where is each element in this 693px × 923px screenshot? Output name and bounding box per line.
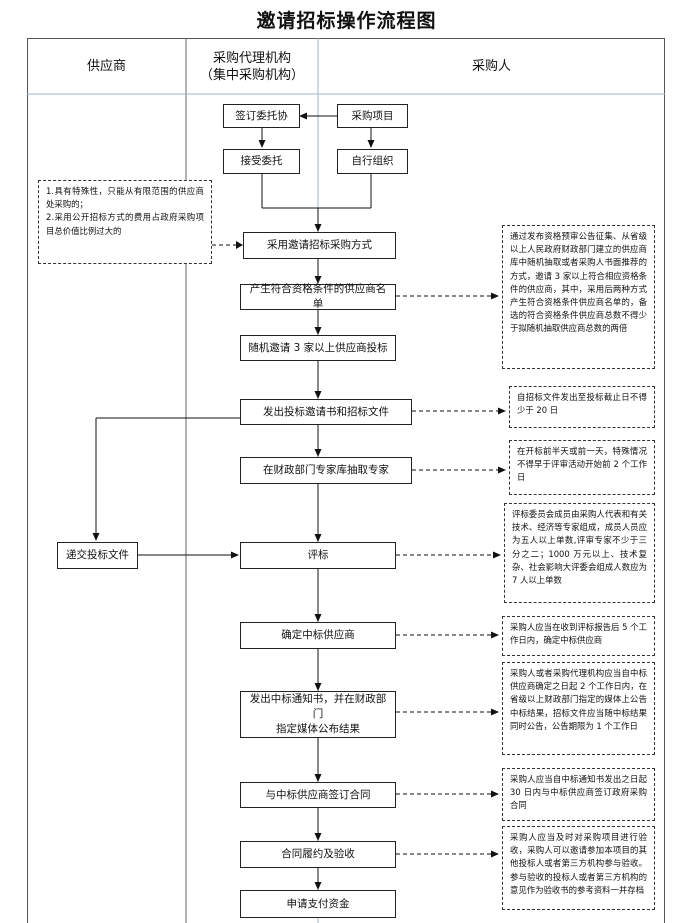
note-acceptance: 采购人应当及时对采购项目进行验收，采购人可以邀请参加本项目的其他投标人或者第三方… xyxy=(502,826,655,910)
step-sign-entrust: 签订委托协 xyxy=(223,104,300,128)
step-evaluate: 评标 xyxy=(240,542,396,569)
step-invite-method: 采用邀请招标采购方式 xyxy=(243,232,396,259)
note-invite-conditions: 1.具有特殊性，只能从有限范围的供应商处采购的； 2.采用公开招标方式的费用占政… xyxy=(38,180,212,264)
step-supplier-list: 产生符合资格条件的供应商名单 xyxy=(240,283,396,310)
step-publish-notice-line1: 发出中标通知书，并在财政部门 xyxy=(249,693,387,720)
note-committee: 评标委员会成员由采购人代表和有关技术、经济等专家组成，成员人员应为五人以上单数,… xyxy=(504,503,655,603)
step-issue-invitation: 发出投标邀请书和招标文件 xyxy=(240,399,412,425)
flowchart-frame xyxy=(27,38,665,923)
lane-purchaser: 采购人 xyxy=(471,59,511,74)
step-determine-winner: 确定中标供应商 xyxy=(240,622,396,649)
note-bid-period: 自招标文件发出至投标截止日不得少于 20 日 xyxy=(509,386,655,428)
step-extract-experts: 在财政部门专家库抽取专家 xyxy=(240,457,412,484)
note-determine: 采购人应当在收到评标报告后 5 个工作日内，确定中标供应商 xyxy=(502,616,655,656)
lane-agency-line2: （集中采购机构） xyxy=(199,68,304,83)
step-acceptance: 合同履约及验收 xyxy=(240,841,396,868)
note-supplier-list: 通过发布资格预审公告征集、从省级以上人民政府财政部门建立的供应商库中随机抽取或者… xyxy=(502,225,655,369)
step-random-invite: 随机邀请 3 家以上供应商投标 xyxy=(240,335,396,361)
step-publish-notice: 发出中标通知书，并在财政部门 指定媒体公布结果 xyxy=(240,691,396,738)
lane-agency: 采购代理机构 （集中采购机构） xyxy=(186,50,318,84)
lane-agency-line1: 采购代理机构 xyxy=(212,51,291,66)
note-contract: 采购人应当自中标通知书发出之日起 30 日内与中标供应商签订政府采购合同 xyxy=(502,768,655,821)
step-self-organize: 自行组织 xyxy=(337,149,408,174)
note-condition-1: 1.具有特殊性，只能从有限范围的供应商处采购的； xyxy=(46,186,204,210)
step-purchase-project: 采购项目 xyxy=(337,104,408,128)
note-expert-timing: 在开标前半天或前一天，特殊情况不得早于评审活动开始前 2 个工作日 xyxy=(509,440,655,495)
step-publish-notice-line2: 指定媒体公布结果 xyxy=(276,723,360,735)
step-accept-entrust: 接受委托 xyxy=(223,149,300,174)
page-title: 邀请招标操作流程图 xyxy=(256,10,437,32)
note-announce: 采购人或者采购代理机构应当自中标供应商确定之日起 2 个工作日内，在省级以上财政… xyxy=(502,662,655,755)
step-submit-bid: 递交投标文件 xyxy=(57,542,138,569)
note-condition-2: 2.采用公开招标方式的费用占政府采购项目总价值比例过大的 xyxy=(46,212,204,236)
lane-supplier: 供应商 xyxy=(86,59,126,74)
step-apply-funds: 申请支付资金 xyxy=(240,890,396,918)
step-sign-contract: 与中标供应商签订合同 xyxy=(240,782,396,808)
